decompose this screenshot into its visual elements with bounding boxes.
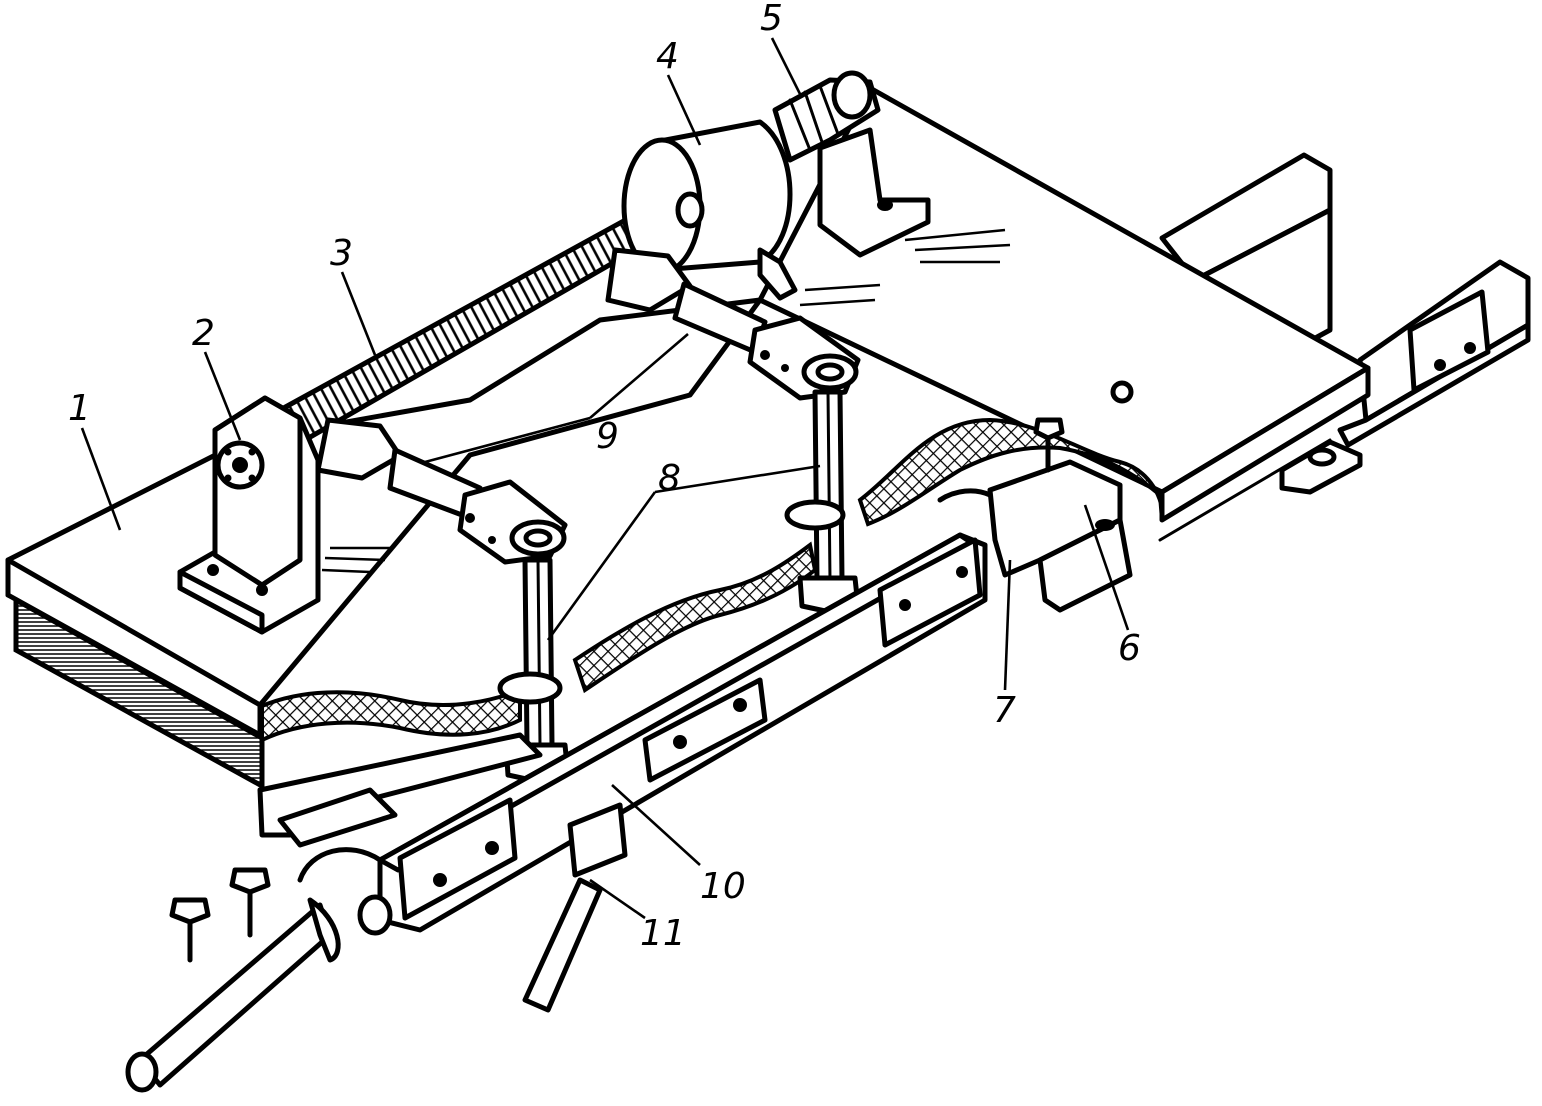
arm-left [315,417,568,565]
label-2: 2 [192,313,215,354]
label-6: 6 [1118,628,1141,669]
label-3: 3 [330,233,353,274]
front-bearing-bracket [177,395,390,635]
rod-right [784,389,861,615]
base-plate-rear [757,85,1371,523]
label-7: 7 [993,690,1016,731]
cover-mesh-left [260,687,522,744]
arm-right [605,247,861,401]
label-1: 1 [68,388,91,429]
cable-clamp [522,802,628,1013]
label-8: 8 [658,458,681,499]
cover-mesh-right [857,417,1165,527]
leader-lines [80,37,1130,920]
label-10: 10 [700,866,746,907]
label-4: 4 [656,36,679,77]
right-clamp-assembly [937,417,1133,613]
cutaway-edge [297,847,383,883]
label-9: 9 [596,416,619,457]
rear-bearing-support [817,127,931,258]
label-11: 11 [640,913,686,954]
guide-beam [357,532,988,936]
drive-coupling [772,70,881,163]
pulley [621,119,798,301]
label-5: 5 [760,0,783,39]
rail-section [125,732,543,1093]
base-plate-front [5,297,763,791]
callout-labels: 1 2 3 4 5 6 7 8 9 10 11 [68,0,1141,954]
